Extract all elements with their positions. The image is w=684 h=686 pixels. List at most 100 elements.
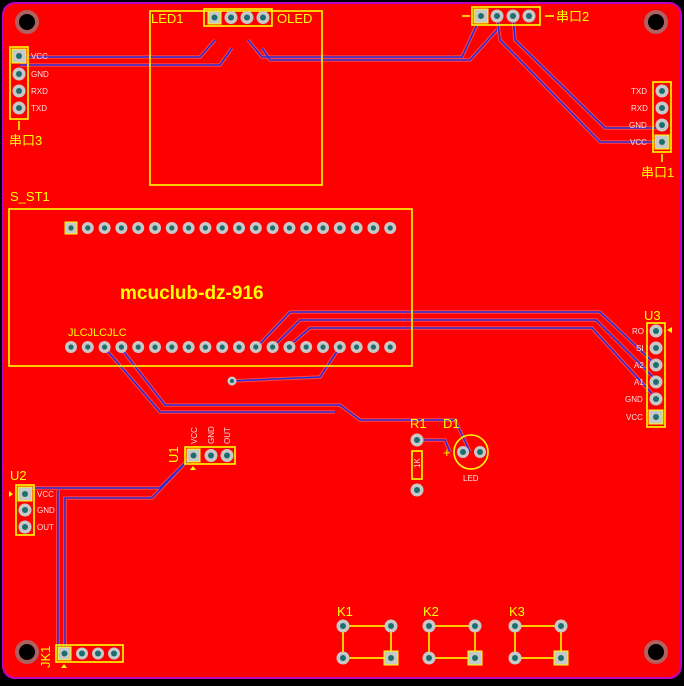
mcu-pad-hole (68, 225, 74, 231)
mcu-pad-hole (286, 225, 292, 231)
mcu-pad-hole (169, 344, 175, 350)
oled-ref: LED1 (151, 11, 184, 26)
mcu-pad-hole (303, 225, 309, 231)
oled-side-label: OLED (277, 11, 312, 26)
key-k2[interactable]: K2 (422, 604, 483, 666)
d1-value: LED (463, 474, 479, 483)
mcu-pad-hole (186, 225, 192, 231)
mcu-pad-hole (354, 344, 360, 350)
mcu-pad-hole (169, 225, 175, 231)
u3-pin-1: SI (636, 344, 644, 353)
r1-ref: R1 (410, 416, 427, 431)
uart1-pin-1: RXD (631, 104, 648, 113)
mcu-pad-hole (219, 225, 225, 231)
u2-pin-1: GND (37, 506, 55, 515)
uart2-ref: 串口2 (556, 9, 589, 24)
mcu-pad-hole (370, 225, 376, 231)
u3-module: U3 RO SI A2 A1 GND VCC (625, 308, 672, 428)
mcu-pad-hole (354, 225, 360, 231)
mcu-pad-hole (337, 344, 343, 350)
mcu-pad-hole (236, 225, 242, 231)
mcu-ref: S_ST1 (10, 189, 50, 204)
board-title: mcuclub-dz-916 (120, 283, 264, 304)
mcu-pad-hole (387, 225, 393, 231)
u3-pin-5: VCC (626, 413, 643, 422)
k1-ref: K1 (337, 604, 353, 619)
mcu-pad-hole (135, 225, 141, 231)
mcu-pad-hole (186, 344, 192, 350)
mcu-pad-hole (85, 344, 91, 350)
mcu-top-pin-row (64, 221, 397, 235)
led-d1: D1 + LED (443, 416, 489, 483)
uart1-pin-3: VCC (630, 138, 647, 147)
u3-pin-0: RO (632, 327, 644, 336)
mcu-pad-hole (320, 225, 326, 231)
oled-outline (149, 10, 323, 186)
mcu-pad-hole (320, 344, 326, 350)
mcu-pad-hole (102, 225, 108, 231)
uart1-ref: 串口1 (641, 165, 674, 180)
k2-ref: K2 (423, 604, 439, 619)
uart1-header: TXD RXD GND VCC 串口1 (629, 81, 674, 180)
u3-ref: U3 (644, 308, 661, 323)
mcu-pad-hole (152, 225, 158, 231)
uart3-pin-2: RXD (31, 87, 48, 96)
r1-value: 1K (413, 458, 422, 468)
u1-module: U1 VCC GND OUT (166, 426, 236, 470)
key-k3[interactable]: K3 (508, 604, 569, 666)
mcu-pad-hole (68, 344, 74, 350)
uart3-pin-0: VCC (31, 52, 48, 61)
mcu-pad-hole (118, 344, 124, 350)
mcu-pad-hole (337, 225, 343, 231)
mcu-pad-hole (270, 225, 276, 231)
uart3-header: VCC GND RXD TXD 串口3 (9, 46, 49, 148)
oled-module: LED1 OLED (149, 8, 323, 186)
mcu-pad-hole (387, 344, 393, 350)
mcu-pad-hole (202, 344, 208, 350)
d1-polarity: + (443, 445, 451, 460)
u2-pin-0: VCC (37, 490, 54, 499)
key-k1[interactable]: K1 (336, 604, 399, 666)
mcu-pad-hole (85, 225, 91, 231)
mcu-pad-hole (303, 344, 309, 350)
jk1-ref: JK1 (38, 646, 53, 668)
mcu-pad-hole (102, 344, 108, 350)
mcu-pad-hole (270, 344, 276, 350)
u3-pin-3: A1 (634, 378, 644, 387)
mcu-outline (8, 208, 413, 367)
mcu-module: S_ST1 mcuclub-dz-916 JLCJLCJLC (8, 189, 413, 367)
uart2-header: 串口2 (462, 6, 589, 26)
u2-pin-2: OUT (37, 523, 54, 532)
mcu-pad-hole (135, 344, 141, 350)
uart3-ref: 串口3 (9, 133, 42, 148)
mcu-pad-hole (219, 344, 225, 350)
mcu-pad-hole (202, 225, 208, 231)
d1-ref: D1 (443, 416, 460, 431)
mcu-pad-hole (236, 344, 242, 350)
mcu-pad-hole (118, 225, 124, 231)
uart3-pin-3: TXD (31, 104, 47, 113)
mcu-bottom-pin-row (65, 341, 397, 353)
uart1-pin-0: TXD (631, 87, 647, 96)
u1-pin-0: VCC (190, 427, 199, 444)
mcu-pad-hole (370, 344, 376, 350)
u1-ref: U1 (166, 446, 181, 463)
mcu-pad-hole (253, 344, 259, 350)
k3-ref: K3 (509, 604, 525, 619)
u3-pin-2: A2 (634, 361, 644, 370)
mcu-pad-hole (152, 344, 158, 350)
u2-ref: U2 (10, 468, 27, 483)
mcu-pad-hole (253, 225, 259, 231)
u2-module: U2 VCC GND OUT (9, 468, 55, 536)
traces (20, 15, 660, 655)
uart1-pin-2: GND (629, 121, 647, 130)
jk1-header: JK1 (38, 644, 124, 668)
mounting-holes (15, 10, 668, 664)
u3-pin-4: GND (625, 395, 643, 404)
mcu-pad-hole (286, 344, 292, 350)
jlc-mark: JLCJLCJLC (68, 327, 127, 339)
u1-pin-1: GND (207, 426, 216, 444)
